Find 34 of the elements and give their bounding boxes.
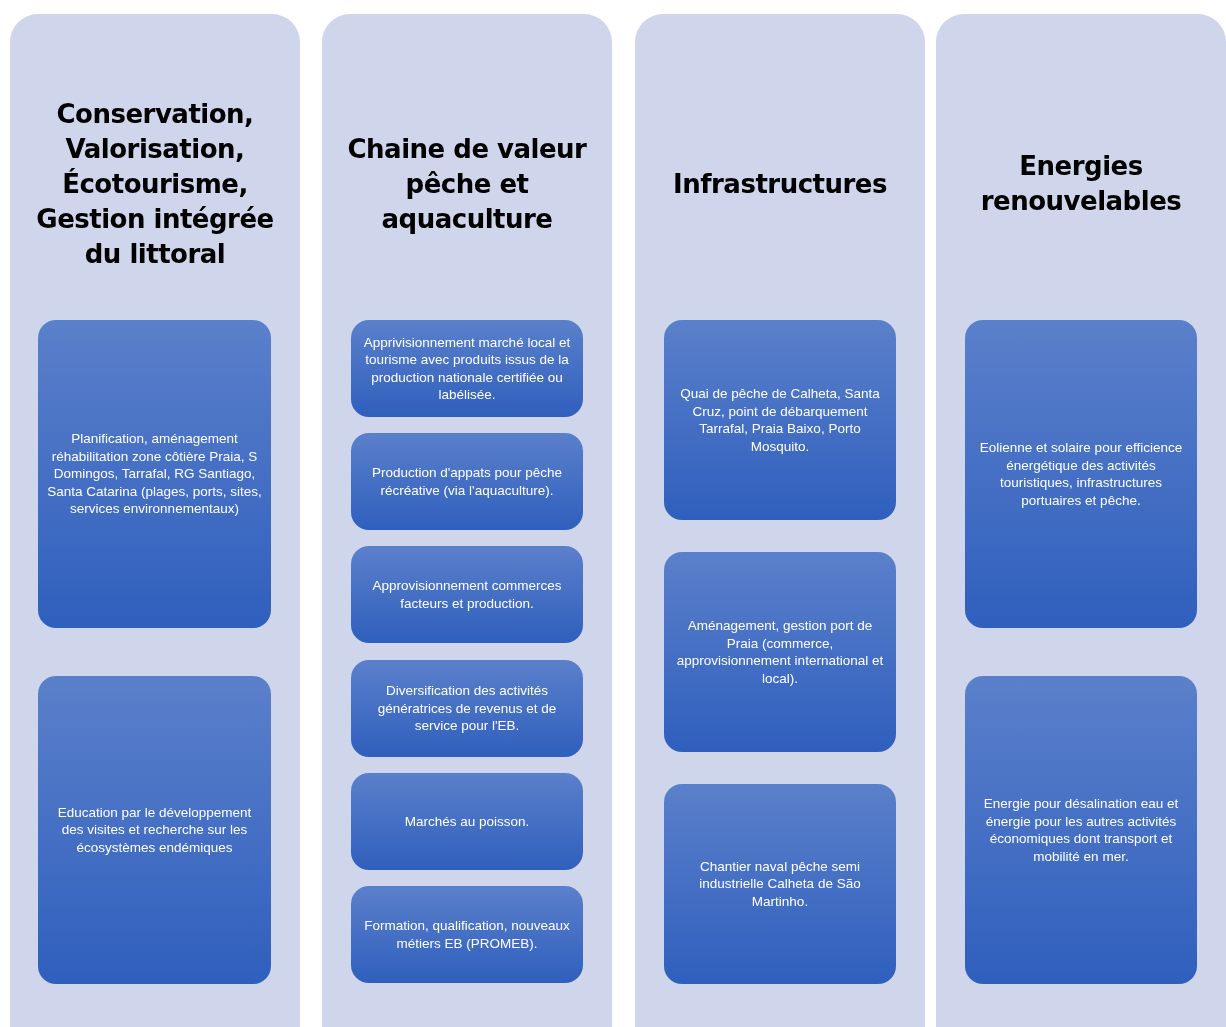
item-card xyxy=(664,552,896,752)
item-card xyxy=(38,676,271,984)
item-text: Eolienne et solaire pour efficience énergétique des activités touristiques, infrastructures portuaires et pêche. xyxy=(978,439,1184,509)
item-text: Education par le développement des visites et recherche sur les écosystèmes endémiques xyxy=(56,803,253,857)
item-card xyxy=(351,773,583,870)
item-text: Apprivisionnement marché local et tourisme avec produits issus de la production nationale certifiée ou labélisée. xyxy=(362,333,572,404)
column-heading: Chaine de valeur pêche et aquaculture xyxy=(346,132,588,236)
item-card xyxy=(351,433,583,530)
column-heading: Energies renouvelables xyxy=(979,150,1183,218)
column-panel xyxy=(322,14,612,1027)
item-card xyxy=(38,320,271,628)
column-panel xyxy=(10,14,300,1027)
item-card xyxy=(664,320,896,520)
item-text: Energie pour désalination eau et énergie pour les autres activités économiques dont transport et mobilité en mer. xyxy=(982,795,1180,865)
item-text: Quai de pêche de Calheta, Santa Cruz, point de débarquement Tarrafal, Praia Baixo, Porto Mosquito. xyxy=(679,385,881,455)
item-text: Marchés au poisson. xyxy=(404,812,530,831)
column-panel xyxy=(936,14,1226,1027)
column-heading: Infrastructures xyxy=(673,167,887,201)
column-heading: Conservation, Valorisation, Écotourisme, Gestion intégrée du littoral xyxy=(35,97,275,271)
item-text: Approvisionnement commerces facteurs et production. xyxy=(371,577,563,612)
item-card xyxy=(965,320,1197,628)
column-panel xyxy=(635,14,925,1027)
item-text: Aménagement, gestion port de Praia (commerce, approvisionnement international et local). xyxy=(675,617,885,687)
item-text: Formation, qualification, nouveaux métiers EB (PROMEB). xyxy=(363,917,571,952)
item-text: Diversification des activités génératrices de revenus et de service pour l'EB. xyxy=(376,682,558,735)
item-card xyxy=(965,676,1197,984)
item-text: Production d'appats pour pêche récréative (via l'aquaculture). xyxy=(370,464,564,499)
item-card xyxy=(351,660,583,757)
item-card xyxy=(351,546,583,643)
item-card xyxy=(664,784,896,984)
item-card xyxy=(351,320,583,417)
item-text: Chantier naval pêche semi industrielle Calheta de São Martinho. xyxy=(698,857,862,911)
item-text: Planification, aménagement réhabilitation zone côtière Praia, S Domingos, Tarrafal, RG Santiago, Santa Catarina (plages, ports, sites, services environnementaux) xyxy=(46,430,263,518)
item-card xyxy=(351,886,583,983)
